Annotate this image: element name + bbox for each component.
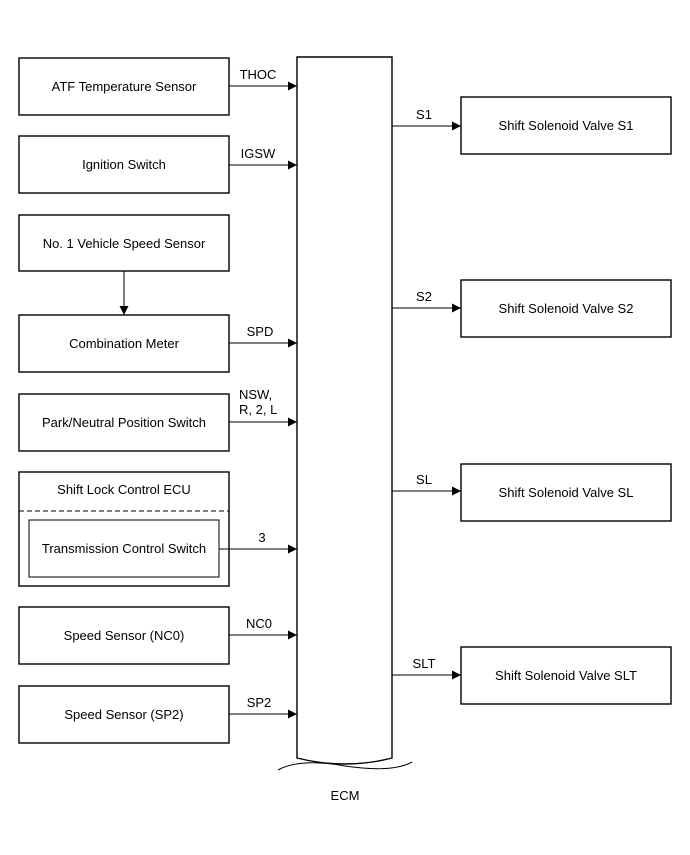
valve-sl-label: Shift Solenoid Valve SL — [499, 485, 634, 500]
transmission-control-switch-label: Transmission Control Switch — [42, 541, 206, 556]
speed-sensor-sp2-label: Speed Sensor (SP2) — [64, 707, 183, 722]
atf-temperature-sensor: ATF Temperature Sensor — [18, 57, 230, 116]
shift-lock-control-ecu: Shift Lock Control ECU Transmission Cont… — [18, 471, 230, 587]
nsw-signal-label-line1: NSW, — [239, 387, 272, 402]
slt-signal-label: SLT — [413, 656, 436, 671]
ignition-switch: Ignition Switch — [18, 135, 230, 194]
nc0-signal-label: NC0 — [246, 616, 272, 631]
spd-signal-label: SPD — [247, 324, 274, 339]
s1-signal-label: S1 — [416, 107, 432, 122]
park-neutral-position-switch: Park/Neutral Position Switch — [18, 393, 230, 452]
shift-lock-ecu-label: Shift Lock Control ECU — [57, 482, 191, 497]
shift-solenoid-valve-s2: Shift Solenoid Valve S2 — [460, 279, 672, 338]
combination-meter: Combination Meter — [18, 314, 230, 373]
sp2-signal-label: SP2 — [247, 695, 272, 710]
nsw-signal-label-line2: R, 2, L — [239, 402, 277, 417]
speed-sensor-sp2: Speed Sensor (SP2) — [18, 685, 230, 744]
ignition-switch-label: Ignition Switch — [82, 157, 166, 172]
shift-solenoid-valve-s1: Shift Solenoid Valve S1 — [460, 96, 672, 155]
shift-solenoid-valve-sl: Shift Solenoid Valve SL — [460, 463, 672, 522]
ecm-block: ECM — [277, 56, 413, 803]
vehicle-speed-sensor-label: No. 1 Vehicle Speed Sensor — [43, 236, 206, 251]
valve-s1-label: Shift Solenoid Valve S1 — [499, 118, 634, 133]
s2-signal-label: S2 — [416, 289, 432, 304]
speed-sensor-nc0: Speed Sensor (NC0) — [18, 606, 230, 665]
speed-sensor-nc0-label: Speed Sensor (NC0) — [64, 628, 185, 643]
transmission-control-switch: Transmission Control Switch — [28, 519, 220, 578]
igsw-signal-label: IGSW — [241, 146, 276, 161]
atf-temperature-sensor-label: ATF Temperature Sensor — [52, 79, 197, 94]
ecm-label: ECM — [331, 788, 360, 803]
thoc-signal-label: THOC — [240, 67, 277, 82]
shift-solenoid-valve-slt: Shift Solenoid Valve SLT — [460, 646, 672, 705]
park-neutral-switch-label: Park/Neutral Position Switch — [42, 415, 206, 430]
combination-meter-label: Combination Meter — [69, 336, 179, 351]
tcs-signal-label: 3 — [258, 530, 265, 545]
vehicle-speed-sensor: No. 1 Vehicle Speed Sensor — [18, 214, 230, 272]
valve-slt-label: Shift Solenoid Valve SLT — [495, 668, 637, 683]
sl-signal-label: SL — [416, 472, 432, 487]
valve-s2-label: Shift Solenoid Valve S2 — [499, 301, 634, 316]
